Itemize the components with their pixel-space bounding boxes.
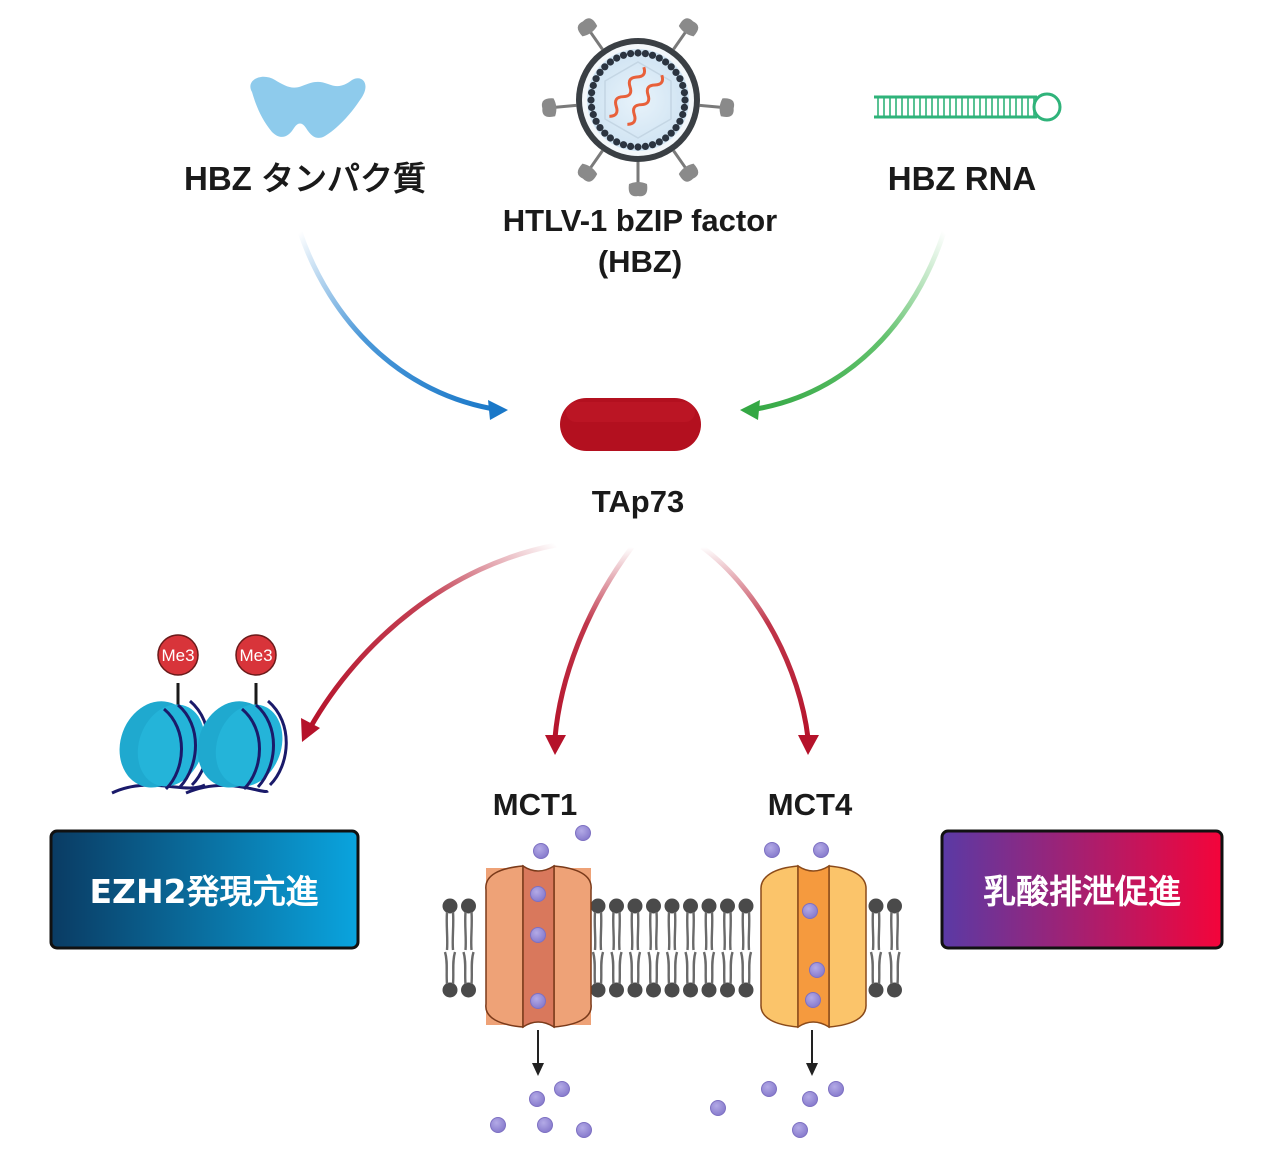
lipid-head (718, 950, 737, 999)
tap73-node: TAp73 (560, 398, 701, 519)
lipid-head (867, 897, 885, 952)
lipid-head (589, 950, 607, 999)
htlv1-label-line2: (HBZ) (598, 244, 682, 279)
hbz-protein-label: HBZ タンパク質 (184, 160, 426, 197)
lipid-head (718, 897, 737, 952)
me3-label: Me3 (239, 646, 272, 665)
lipid-head (663, 950, 681, 999)
lactate-molecule (792, 1122, 808, 1138)
lipid-head (663, 897, 681, 952)
lactate-molecule (575, 825, 591, 841)
lactate-molecule (537, 1117, 553, 1133)
tap73-label: TAp73 (592, 484, 684, 519)
rna-hairpin-icon (874, 92, 1062, 122)
lipid-head (700, 897, 718, 952)
lactate-molecule (828, 1081, 844, 1097)
ezh2-outcome-box: EZH2発現亢進 (49, 829, 360, 950)
lipid-head (459, 950, 478, 999)
me3-marker: Me3 (157, 634, 199, 676)
lactate-molecule (530, 993, 546, 1009)
lactate-molecule (813, 842, 829, 858)
lipid-head (607, 897, 626, 952)
mct1-label: MCT1 (493, 787, 577, 822)
efflux-arrow-icon (806, 1030, 818, 1076)
lactate-molecule (805, 992, 821, 1008)
lipid-head (885, 950, 904, 999)
transporter-icon (760, 864, 867, 1029)
hbz-rna-label: HBZ RNA (888, 160, 1036, 197)
transporter-icon (485, 864, 592, 1029)
lactate-molecule (802, 1091, 818, 1107)
htlv1-virus-node: HTLV-1 bZIP factor (HBZ) (503, 14, 777, 279)
lactate-molecule (490, 1117, 506, 1133)
mct4-label: MCT4 (768, 787, 853, 822)
nucleosome-group: Me3 Me3 (111, 634, 288, 795)
lipid-head (681, 950, 700, 999)
me3-label: Me3 (161, 646, 194, 665)
lactate-molecule (802, 903, 818, 919)
arrow-tap73-to-mct1 (545, 545, 635, 755)
htlv1-label-line1: HTLV-1 bZIP factor (503, 203, 777, 238)
hbz-rna-node: HBZ RNA (874, 92, 1062, 197)
lactate-molecule (764, 842, 780, 858)
lactate-molecule (576, 1122, 592, 1138)
arrow-tap73-to-mct4 (700, 544, 819, 755)
lipid-head (644, 897, 663, 952)
lipid-head (626, 950, 644, 999)
lipid-head (441, 897, 459, 952)
lipid-head (626, 897, 644, 952)
lipid-head (885, 897, 904, 952)
lipid-head (441, 950, 459, 999)
lactate-molecule (710, 1100, 726, 1116)
lactate-molecule (529, 1091, 545, 1107)
lactate-molecule (554, 1081, 570, 1097)
lipid-head (737, 897, 755, 952)
arrow-rna-to-tap73 (740, 231, 947, 420)
lactate-molecule (530, 886, 546, 902)
lactate-molecule (533, 843, 549, 859)
lipid-head (589, 897, 607, 952)
lipid-head (644, 950, 663, 999)
lactate-outcome-box: 乳酸排泄促進 (940, 829, 1224, 950)
efflux-arrow-icon (532, 1030, 544, 1076)
lactate-molecule (761, 1081, 777, 1097)
nucleosome-icon (111, 683, 210, 795)
lactate-molecule (530, 927, 546, 943)
mct1-transporter: MCT1 (485, 787, 592, 1076)
arrow-tap73-to-ezh2 (301, 542, 557, 742)
lactate-molecules (490, 825, 844, 1138)
protein-icon (250, 76, 366, 138)
lipid-head (459, 897, 478, 952)
lipid-head (681, 897, 700, 952)
lactate-molecule (809, 962, 825, 978)
ezh2-outcome-label: EZH2発現亢進 (89, 872, 318, 911)
lipid-head (607, 950, 626, 999)
me3-marker: Me3 (235, 634, 277, 676)
nucleosome-icon (185, 683, 288, 795)
hbz-protein-node: HBZ タンパク質 (184, 76, 426, 197)
virus-icon (539, 14, 737, 198)
lipid-head (867, 950, 885, 999)
lipid-head (737, 950, 755, 999)
lipid-head (700, 950, 718, 999)
arrow-protein-to-tap73 (297, 231, 508, 420)
mct4-transporter: MCT4 (760, 787, 867, 1076)
lactate-outcome-label: 乳酸排泄促進 (983, 872, 1181, 911)
